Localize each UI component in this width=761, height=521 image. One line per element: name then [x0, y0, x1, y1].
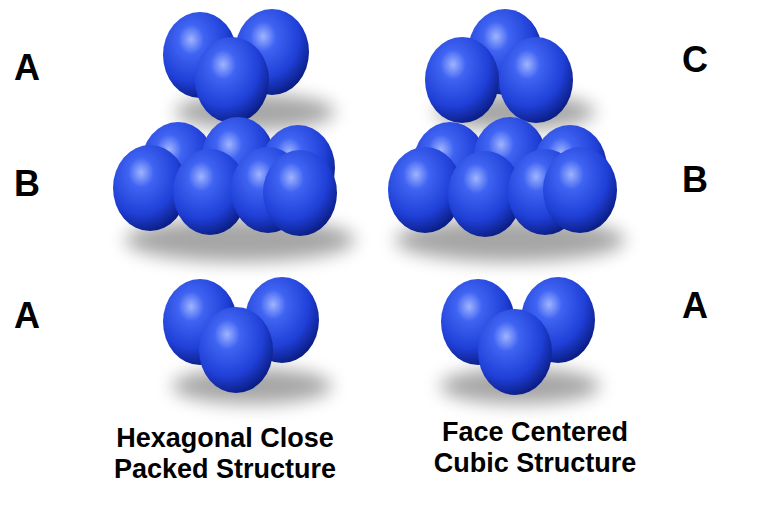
- sphere-layer-b: [113, 117, 337, 236]
- sphere-layer-a: [163, 277, 319, 393]
- sphere-layer-a: [441, 277, 595, 395]
- structure-caption: Hexagonal Close Packed Structure: [105, 423, 345, 485]
- layer-letter: A: [14, 296, 40, 336]
- layer-letter: B: [14, 164, 40, 204]
- layer-letter: B: [682, 160, 708, 200]
- structure-caption: Face Centered Cubic Structure: [415, 417, 655, 479]
- sphere-layer-a: [163, 9, 309, 123]
- sphere-layer-b: [388, 117, 617, 237]
- sphere-layer-c: [425, 9, 573, 123]
- layer-letter: C: [682, 40, 708, 80]
- layer-letter: A: [682, 286, 708, 326]
- drop-shadow: [125, 94, 625, 404]
- layer-letter: A: [14, 48, 40, 88]
